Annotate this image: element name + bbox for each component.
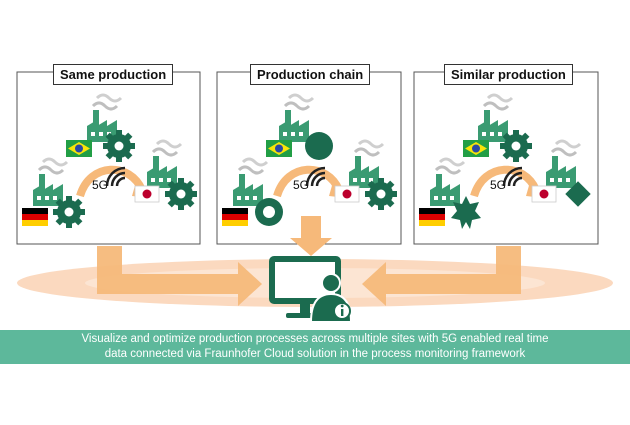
japan-flag-icon bbox=[134, 185, 160, 203]
japan-flag-icon bbox=[531, 185, 557, 203]
gear-icon bbox=[500, 130, 532, 162]
raw-material-circle bbox=[305, 132, 333, 160]
gear-icon bbox=[103, 130, 135, 162]
brazil-flag-icon bbox=[463, 140, 489, 157]
star-part-icon bbox=[451, 196, 481, 229]
right-connection-arrow bbox=[362, 246, 521, 306]
gear-icon bbox=[365, 178, 397, 210]
germany-flag-icon bbox=[22, 208, 48, 226]
network-label-5g: 5G bbox=[490, 178, 507, 192]
user-info-icon bbox=[309, 273, 353, 323]
panel-title-similar-production: Similar production bbox=[444, 64, 573, 85]
network-label-5g: 5G bbox=[293, 178, 310, 192]
diamond-part-icon bbox=[565, 181, 591, 207]
network-label-5g: 5G bbox=[92, 178, 109, 192]
panel-similar-production bbox=[419, 93, 591, 229]
caption-line-1: Visualize and optimize production proces… bbox=[81, 333, 549, 345]
brazil-flag-icon bbox=[266, 140, 292, 157]
gear-icon bbox=[165, 178, 197, 210]
brazil-flag-icon bbox=[66, 140, 92, 157]
panel-production-chain bbox=[222, 93, 397, 226]
ring-part-icon bbox=[255, 198, 283, 226]
panel-title-production-chain: Production chain bbox=[250, 64, 371, 85]
left-connection-arrow bbox=[97, 246, 262, 306]
germany-flag-icon bbox=[419, 208, 445, 226]
germany-flag-icon bbox=[222, 208, 248, 226]
panel-title-same-production: Same production bbox=[53, 64, 174, 85]
center-connection-arrow bbox=[290, 216, 332, 256]
caption-line-2: data connected via Fraunhofer Cloud solu… bbox=[104, 348, 526, 360]
japan-flag-icon bbox=[334, 185, 360, 203]
caption-banner: Visualize and optimize production proces… bbox=[0, 330, 630, 364]
monitor-icon bbox=[269, 256, 341, 318]
gear-icon bbox=[53, 196, 85, 228]
